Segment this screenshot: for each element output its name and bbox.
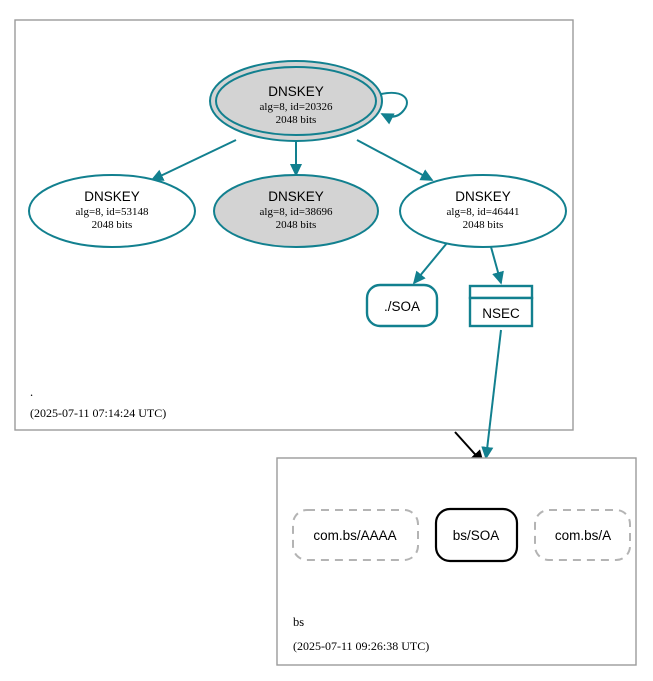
node-dnskey-zsk-38696[interactable]: DNSKEY alg=8, id=38696 2048 bits <box>213 174 379 248</box>
zsk-38696-size-label: 2048 bits <box>276 219 317 231</box>
zsk-46441-type-label: DNSKEY <box>455 189 511 204</box>
zsk-46441-meta-label: alg=8, id=46441 <box>447 206 520 218</box>
edge-ksk-to-zsk-46441 <box>356 139 434 181</box>
zsk-53148-type-label: DNSKEY <box>84 189 140 204</box>
com-bs-a-label: com.bs/A <box>555 528 611 543</box>
zsk-38696-ellipse <box>213 174 379 248</box>
node-rrset-com-bs-a[interactable]: com.bs/A <box>534 509 631 561</box>
node-rrset-com-bs-aaaa[interactable]: com.bs/AAAA <box>292 509 419 561</box>
root-nsec-label: NSEC <box>482 306 520 321</box>
edge-root-nsec-to-bs-soa <box>481 329 502 460</box>
node-dnskey-ksk-20326[interactable]: DNSKEY alg=8, id=20326 2048 bits <box>209 60 383 142</box>
zone-cluster-root: DNSKEY alg=8, id=20326 2048 bits DNSKEY … <box>14 19 574 431</box>
zsk-53148-size-label: 2048 bits <box>92 219 133 231</box>
bs-soa-box <box>434 507 519 563</box>
zone-timestamp-root: (2025-07-11 07:14:24 UTC) <box>30 406 166 420</box>
edge-delegation-black-to-bs-soa <box>454 431 485 465</box>
edge-ksk-self-signature <box>376 91 408 125</box>
edge-zsk-46441-to-root-nsec <box>490 246 504 285</box>
node-dnskey-zsk-53148[interactable]: DNSKEY alg=8, id=53148 2048 bits <box>28 174 196 248</box>
zsk-46441-ellipse <box>399 174 567 248</box>
edge-group-root-keys <box>150 91 434 181</box>
node-rrset-bs-soa[interactable]: bs/SOA <box>434 507 519 563</box>
ksk-type-label: DNSKEY <box>268 84 324 99</box>
root-soa-label: ./SOA <box>384 299 420 314</box>
bs-soa-label: bs/SOA <box>453 528 500 543</box>
zone-timestamp-bs: (2025-07-11 09:26:38 UTC) <box>293 639 429 653</box>
ksk-meta-label: alg=8, id=20326 <box>260 101 333 113</box>
edge-zsk-46441-to-root-soa <box>412 242 448 285</box>
zsk-46441-size-label: 2048 bits <box>463 219 504 231</box>
ksk-inner-ellipse <box>215 66 377 136</box>
com-bs-aaaa-box <box>292 509 419 561</box>
zsk-53148-meta-label: alg=8, id=53148 <box>76 206 149 218</box>
zsk-53148-ellipse <box>28 174 196 248</box>
edge-ksk-to-zsk-53148 <box>150 139 237 181</box>
node-dnskey-zsk-46441[interactable]: DNSKEY alg=8, id=46441 2048 bits <box>399 174 567 248</box>
root-nsec-body-box <box>468 296 534 328</box>
node-rrset-root-soa[interactable]: ./SOA <box>365 283 439 328</box>
zone-name-bs: bs <box>293 615 304 629</box>
com-bs-a-box <box>534 509 631 561</box>
com-bs-aaaa-label: com.bs/AAAA <box>313 528 396 543</box>
zsk-38696-type-label: DNSKEY <box>268 189 324 204</box>
edge-group-root-rrsets <box>412 242 504 285</box>
edge-group-inter-zone <box>454 329 502 465</box>
zsk-38696-meta-label: alg=8, id=38696 <box>260 206 333 218</box>
node-rrset-root-nsec[interactable]: NSEC <box>468 284 534 328</box>
root-soa-box <box>365 283 439 328</box>
ksk-size-label: 2048 bits <box>276 114 317 126</box>
root-nsec-header-band <box>468 284 534 300</box>
zone-cluster-bs: com.bs/AAAA bs/SOA com.bs/A bs (2025-07-… <box>276 457 637 666</box>
zone-name-root: . <box>30 385 33 399</box>
